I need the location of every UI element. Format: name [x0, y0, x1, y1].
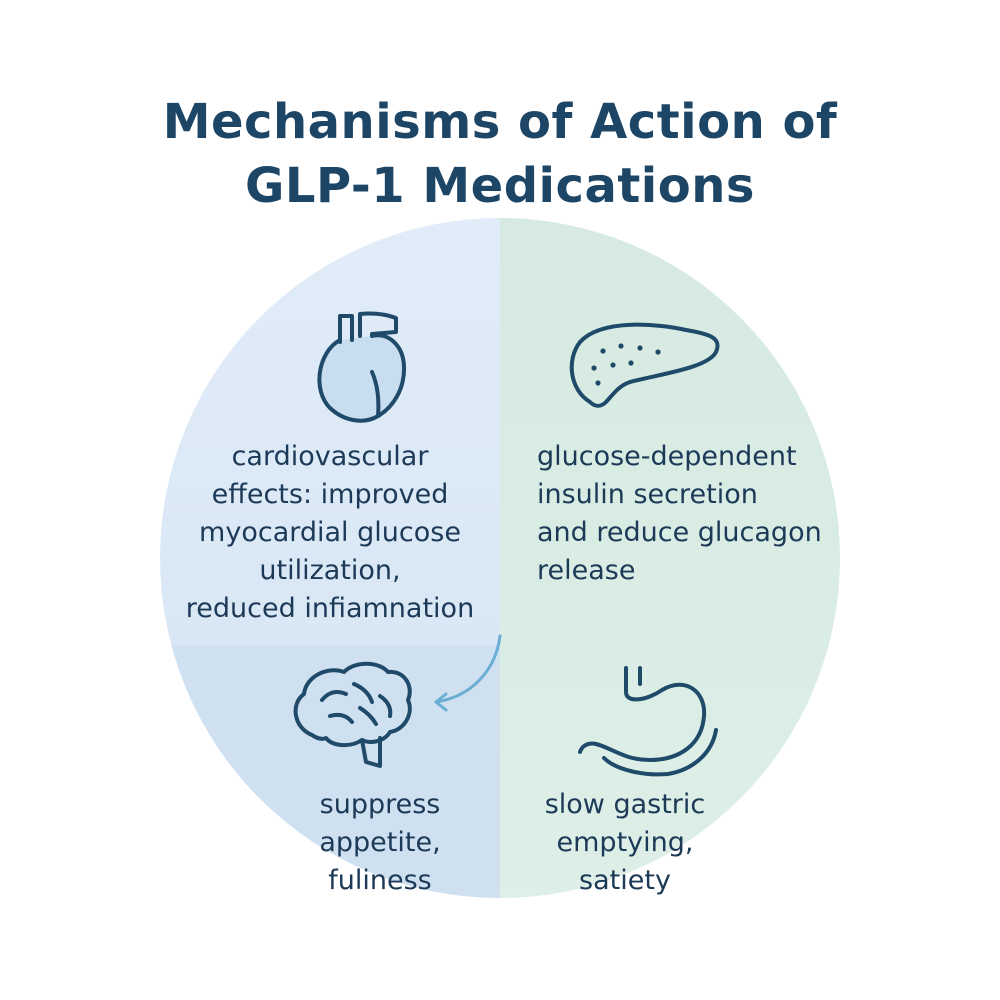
quadrant-brain-text: suppress appetite, fuliness — [250, 786, 510, 900]
quadrant-stomach-text: slow gastric emptying, satiety — [510, 786, 740, 900]
brain-line-1: suppress — [319, 789, 441, 820]
brain-line-3: fuliness — [328, 865, 432, 896]
pancreas-line-1: glucose-dependent — [537, 441, 797, 472]
brain-line-2: appetite, — [319, 827, 441, 858]
stomach-line-2: emptying, — [556, 827, 694, 858]
pancreas-line-2: insulin secretion — [537, 479, 758, 510]
cardio-line-5: reduced infiamnation — [185, 593, 475, 624]
page-title: Mechanisms of Action of GLP-1 Medication… — [0, 90, 1000, 218]
pancreas-icon — [569, 322, 720, 408]
quadrant-cardiovascular-text: cardiovascular effects: improved myocard… — [160, 438, 500, 628]
quadrant-pancreas-text: glucose-dependent insulin secretion and … — [537, 438, 847, 590]
cardio-line-2: effects: improved — [211, 479, 449, 510]
title-line-1: Mechanisms of Action of — [162, 94, 838, 151]
pancreas-line-3: and reduce glucagon — [537, 517, 822, 548]
cardio-line-4: utilization, — [259, 555, 401, 586]
title-line-2: GLP-1 Medications — [245, 158, 755, 215]
brain-icon — [293, 661, 412, 768]
stomach-line-1: slow gastric — [544, 789, 706, 820]
cardio-line-3: myocardial glucose — [199, 517, 461, 548]
stomach-icon — [578, 666, 718, 777]
arrow-connector — [434, 634, 502, 712]
stomach-line-3: satiety — [579, 865, 671, 896]
heart-icon — [317, 311, 407, 423]
cardio-line-1: cardiovascular — [231, 441, 429, 472]
pancreas-line-4: release — [537, 555, 636, 586]
